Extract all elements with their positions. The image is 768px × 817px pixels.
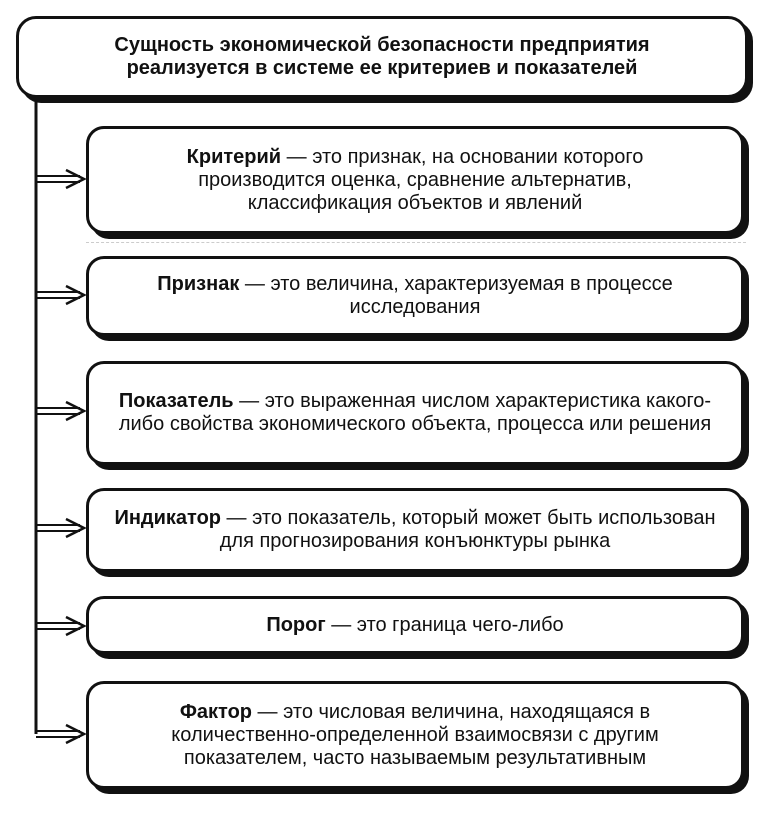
threshold-box: Порог — это граница чего-либо bbox=[86, 596, 744, 654]
feature-box: Признак — это величина, характеризуемая … bbox=[86, 256, 744, 336]
feature-text: Признак — это величина, характеризуемая … bbox=[105, 273, 725, 319]
separator-line bbox=[86, 242, 746, 243]
arrow-4 bbox=[36, 517, 87, 539]
indicator-text: Индикатор — это показатель, который може… bbox=[103, 507, 727, 553]
arrow-2 bbox=[36, 284, 87, 306]
feature-term: Признак bbox=[157, 273, 240, 295]
arrow-6 bbox=[36, 723, 87, 745]
indicator-value-text: Показатель — это выраженная числом харак… bbox=[103, 390, 727, 436]
indicator-definition: это показатель, который может быть испол… bbox=[219, 507, 716, 552]
feature-definition: это величина, характеризуемая в процессе… bbox=[270, 273, 673, 318]
threshold-term: Порог bbox=[266, 613, 326, 636]
header-title: Сущность экономической безопасности пред… bbox=[114, 34, 649, 80]
factor-text: Фактор — это числовая величина, находяща… bbox=[120, 701, 710, 770]
arrow-5 bbox=[36, 615, 87, 637]
feature-dash: — bbox=[239, 273, 271, 295]
arrow-3 bbox=[36, 400, 87, 422]
indicator-dash: — bbox=[221, 507, 253, 529]
threshold-text: Порог — это граница чего-либо bbox=[266, 614, 563, 637]
indicator-value-dash: — bbox=[233, 390, 265, 412]
factor-term: Фактор bbox=[179, 700, 252, 723]
indicator-value-term: Показатель bbox=[118, 390, 234, 412]
header-line-1: Сущность экономической безопасности пред… bbox=[114, 34, 650, 56]
header-box: Сущность экономической безопасности пред… bbox=[16, 16, 748, 98]
factor-box: Фактор — это числовая величина, находяща… bbox=[86, 681, 744, 789]
factor-definition: это числовая величина, находящаяся в кол… bbox=[171, 700, 659, 769]
criterion-dash: — bbox=[281, 145, 313, 168]
criterion-text: Критерий — это признак, на основании кот… bbox=[163, 146, 668, 215]
arrow-1 bbox=[36, 168, 87, 190]
threshold-dash: — bbox=[325, 613, 357, 636]
criterion-definition: это признак, на основании которого произ… bbox=[198, 145, 644, 214]
threshold-definition: это граница чего-либо bbox=[356, 613, 564, 636]
factor-dash: — bbox=[252, 700, 284, 723]
indicator-value-definition: это выраженная числом характеристика как… bbox=[118, 390, 712, 435]
indicator-value-box: Показатель — это выраженная числом харак… bbox=[86, 361, 744, 465]
criterion-term: Критерий bbox=[186, 145, 282, 168]
indicator-box: Индикатор — это показатель, который може… bbox=[86, 488, 744, 572]
header-line-2: реализуется в системе ее критериев и пок… bbox=[126, 57, 638, 79]
criterion-box: Критерий — это признак, на основании кот… bbox=[86, 126, 744, 234]
indicator-term: Индикатор bbox=[114, 507, 221, 529]
